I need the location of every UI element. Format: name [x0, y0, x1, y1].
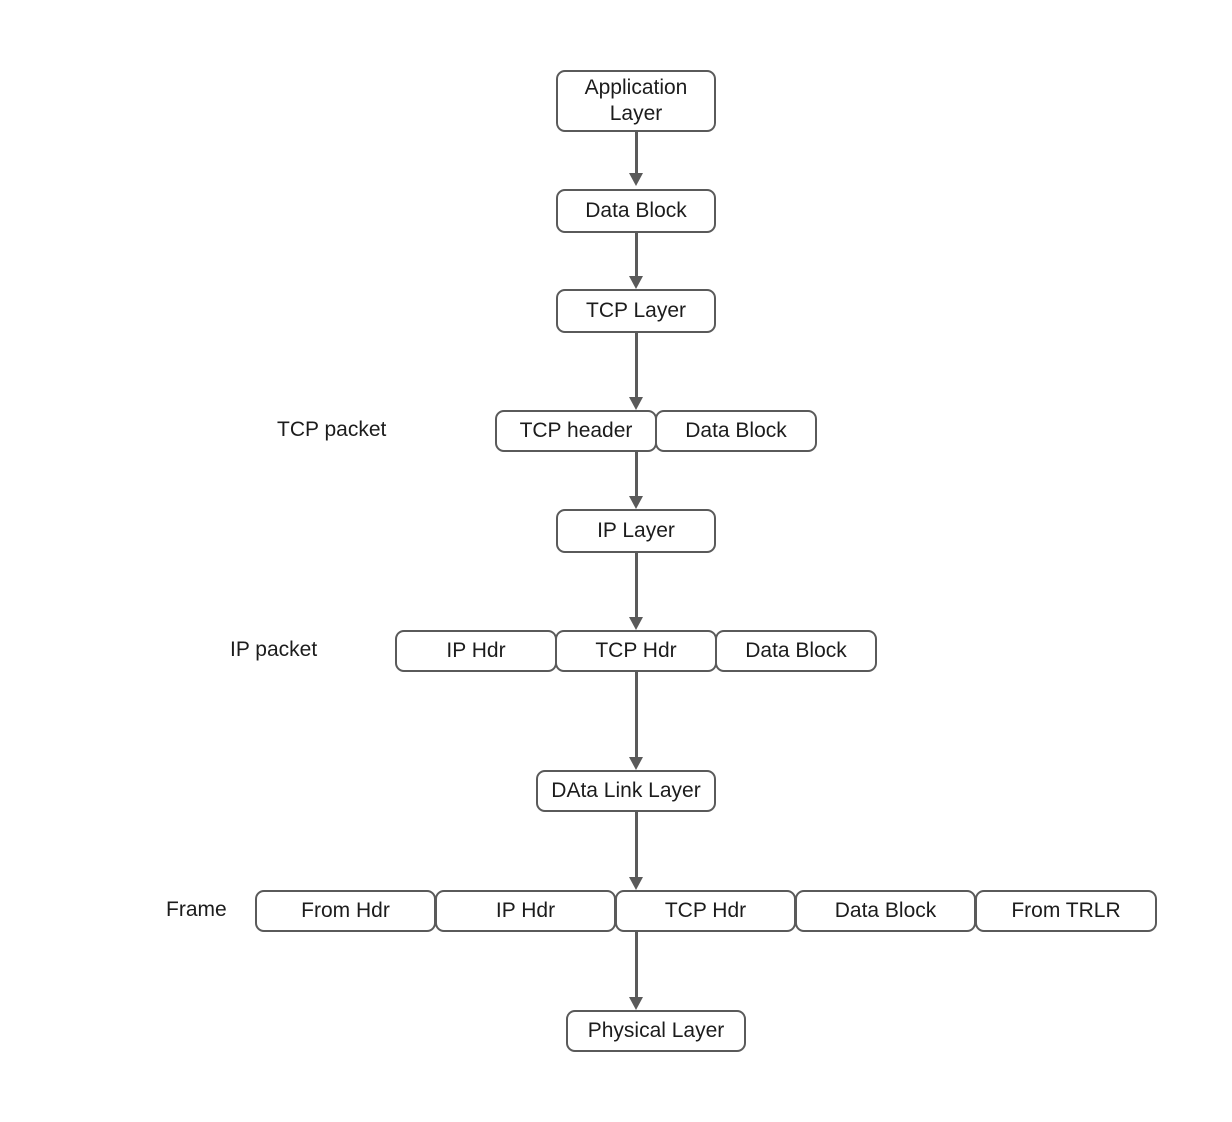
ip-packet-field-ip-hdr[interactable]: IP Hdr [395, 630, 557, 672]
node-ip-layer[interactable]: IP Layer [556, 509, 716, 553]
row-label-frame: Frame [166, 898, 227, 921]
row-label-tcp-packet: TCP packet [277, 418, 387, 441]
tcp-packet-field-tcp-header[interactable]: TCP header [495, 410, 657, 452]
node-application-layer[interactable]: Application Layer [556, 70, 716, 132]
node-data-block[interactable]: Data Block [556, 189, 716, 233]
frame-field-tcp-hdr[interactable]: TCP Hdr [615, 890, 796, 932]
node-data-link-layer[interactable]: DAta Link Layer [536, 770, 716, 812]
frame-field-from-hdr[interactable]: From Hdr [255, 890, 436, 932]
arrow-ip-layer-to-ip-packet [628, 553, 644, 630]
arrow-frame-to-physical-layer [628, 932, 644, 1010]
arrow-ip-packet-to-data-link-layer [628, 672, 644, 770]
node-tcp-layer[interactable]: TCP Layer [556, 289, 716, 333]
tcp-packet-field-data-block[interactable]: Data Block [655, 410, 817, 452]
frame-field-data-block[interactable]: Data Block [795, 890, 976, 932]
node-physical-layer[interactable]: Physical Layer [566, 1010, 746, 1052]
arrow-tcp-packet-to-ip-layer [628, 452, 644, 509]
ip-packet-field-data-block[interactable]: Data Block [715, 630, 877, 672]
arrow-application-to-data-block [628, 132, 644, 186]
arrow-data-block-to-tcp-layer [628, 233, 644, 289]
row-label-ip-packet: IP packet [230, 638, 318, 661]
arrow-data-link-layer-to-frame [628, 812, 644, 890]
frame-field-ip-hdr[interactable]: IP Hdr [435, 890, 616, 932]
arrow-tcp-layer-to-tcp-packet [628, 333, 644, 410]
frame-field-from-trlr[interactable]: From TRLR [975, 890, 1157, 932]
ip-packet-field-tcp-hdr[interactable]: TCP Hdr [555, 630, 717, 672]
